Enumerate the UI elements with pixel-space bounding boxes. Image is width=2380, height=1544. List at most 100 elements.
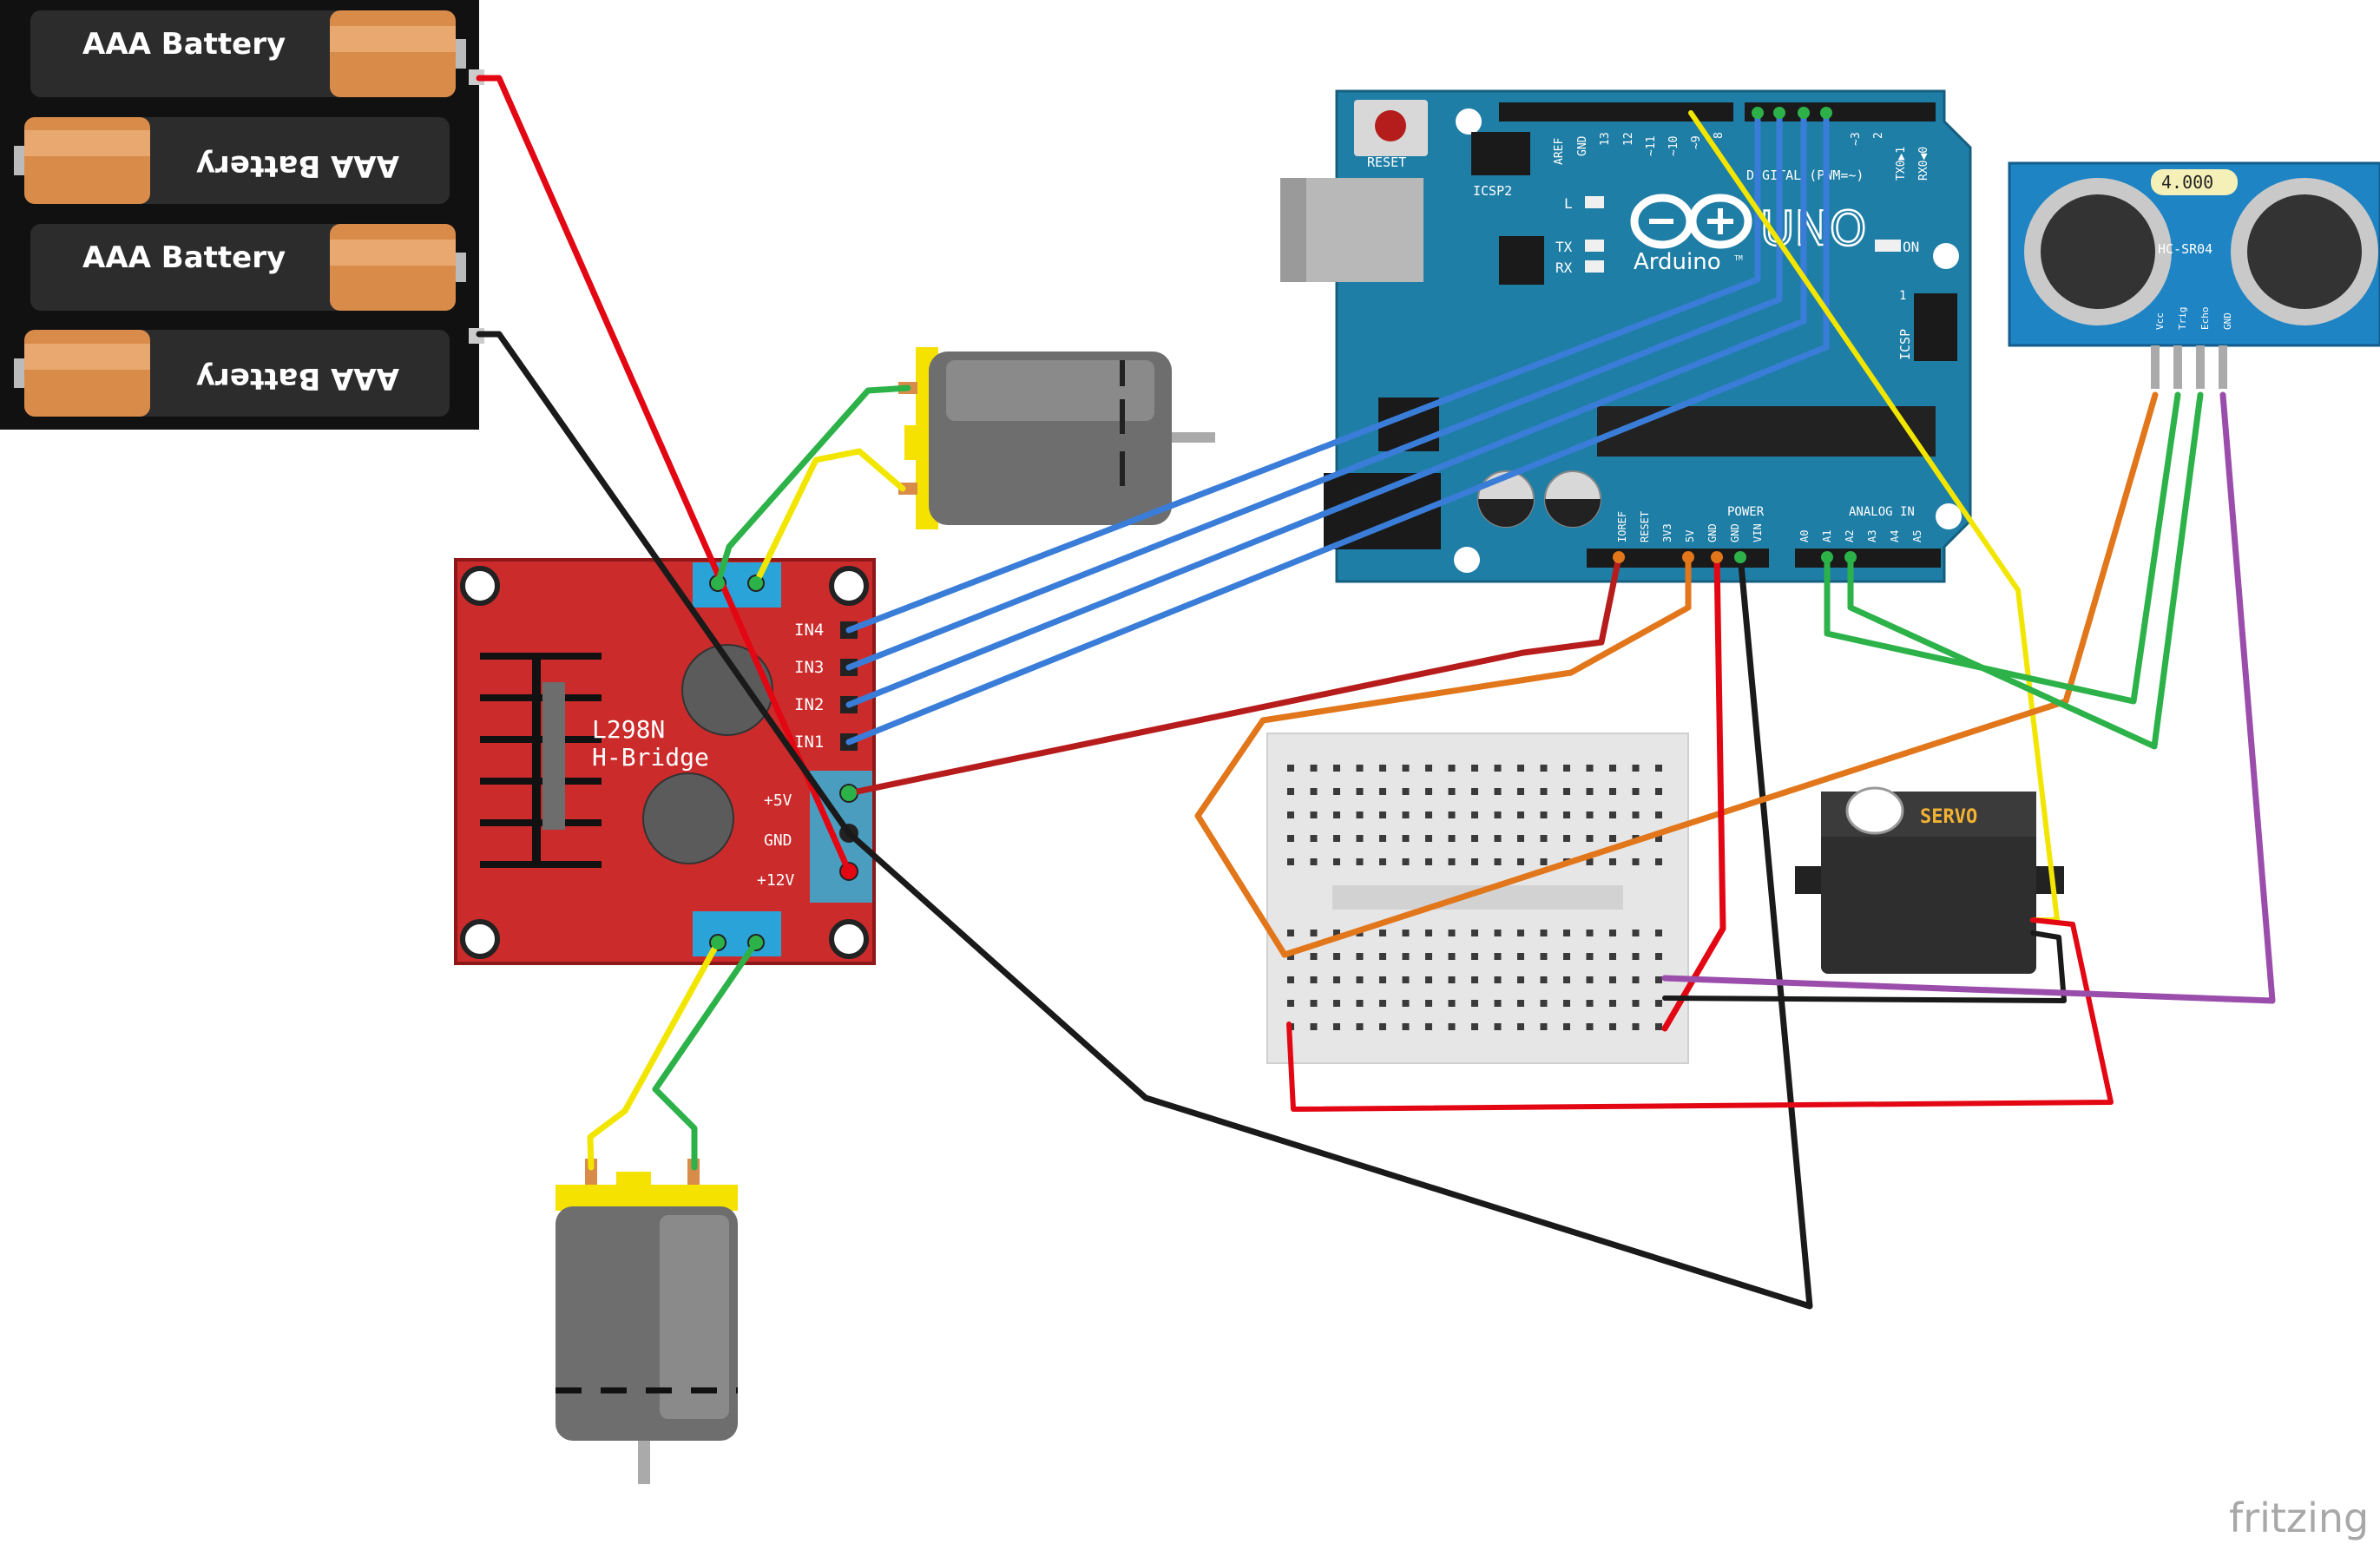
breadboard-hole[interactable] [1310, 788, 1318, 795]
breadboard-hole[interactable] [1609, 953, 1616, 960]
breadboard-hole[interactable] [1609, 976, 1616, 983]
breadboard-hole[interactable] [1494, 835, 1502, 842]
breadboard-hole[interactable] [1287, 788, 1294, 795]
breadboard-hole[interactable] [1425, 976, 1432, 983]
breadboard-hole[interactable] [1517, 1000, 1524, 1007]
breadboard-hole[interactable] [1586, 1023, 1594, 1030]
wire-motor-bottom-a[interactable] [587, 939, 721, 1171]
breadboard-hole[interactable] [1402, 953, 1410, 960]
breadboard-hole[interactable] [1540, 788, 1548, 795]
breadboard-hole[interactable] [1333, 765, 1340, 772]
breadboard-hole[interactable] [1655, 976, 1662, 983]
breadboard-hole[interactable] [1425, 858, 1432, 865]
breadboard-hole[interactable] [1632, 1000, 1640, 1007]
breadboard-hole[interactable] [1402, 811, 1410, 818]
breadboard-hole[interactable] [1540, 1023, 1548, 1030]
breadboard-hole[interactable] [1356, 1023, 1364, 1030]
breadboard-hole[interactable] [1586, 858, 1594, 865]
breadboard-hole[interactable] [1287, 976, 1294, 983]
breadboard-hole[interactable] [1586, 1000, 1594, 1007]
breadboard-hole[interactable] [1517, 765, 1524, 772]
breadboard-hole[interactable] [1563, 835, 1570, 842]
wire-battery-positive[interactable] [476, 75, 852, 875]
breadboard-hole[interactable] [1448, 788, 1456, 795]
breadboard-hole[interactable] [1425, 811, 1432, 818]
wire-in4[interactable] [845, 109, 1761, 634]
wire-5v-arduino[interactable] [845, 554, 1622, 797]
breadboard-hole[interactable] [1379, 835, 1386, 842]
breadboard-hole[interactable] [1471, 835, 1478, 842]
breadboard-hole[interactable] [1356, 976, 1364, 983]
breadboard-hole[interactable] [1609, 1000, 1616, 1007]
breadboard-hole[interactable] [1632, 858, 1640, 865]
breadboard-hole[interactable] [1448, 835, 1456, 842]
breadboard-hole[interactable] [1655, 953, 1662, 960]
breadboard-hole[interactable] [1517, 953, 1524, 960]
breadboard-hole[interactable] [1632, 1023, 1640, 1030]
breadboard-hole[interactable] [1448, 858, 1456, 865]
breadboard-hole[interactable] [1402, 1000, 1410, 1007]
servo-horn[interactable] [1845, 786, 1904, 835]
breadboard-hole[interactable] [1425, 1000, 1432, 1007]
breadboard-hole[interactable] [1310, 1000, 1318, 1007]
breadboard-hole[interactable] [1471, 1023, 1478, 1030]
breadboard-hole[interactable] [1586, 953, 1594, 960]
breadboard-hole[interactable] [1494, 953, 1502, 960]
breadboard-hole[interactable] [1563, 788, 1570, 795]
breadboard-hole[interactable] [1540, 976, 1548, 983]
breadboard-hole[interactable] [1425, 788, 1432, 795]
breadboard-hole[interactable] [1310, 811, 1318, 818]
breadboard-hole[interactable] [1448, 1000, 1456, 1007]
breadboard-hole[interactable] [1333, 835, 1340, 842]
breadboard-hole[interactable] [1632, 788, 1640, 795]
breadboard-hole[interactable] [1494, 930, 1502, 936]
breadboard-hole[interactable] [1425, 1023, 1432, 1030]
breadboard-hole[interactable] [1494, 765, 1502, 772]
breadboard-hole[interactable] [1425, 765, 1432, 772]
wire-breadboard-power[interactable] [1661, 554, 1726, 1032]
breadboard-hole[interactable] [1287, 1000, 1294, 1007]
breadboard-hole[interactable] [1471, 1000, 1478, 1007]
breadboard-hole[interactable] [1609, 1023, 1616, 1030]
breadboard-hole[interactable] [1632, 976, 1640, 983]
breadboard-hole[interactable] [1471, 930, 1478, 936]
breadboard-hole[interactable] [1310, 835, 1318, 842]
breadboard-hole[interactable] [1586, 811, 1594, 818]
breadboard-hole[interactable] [1471, 953, 1478, 960]
breadboard-hole[interactable] [1540, 953, 1548, 960]
breadboard-hole[interactable] [1356, 835, 1364, 842]
breadboard-hole[interactable] [1563, 1023, 1570, 1030]
breadboard-hole[interactable] [1448, 930, 1456, 936]
breadboard-hole[interactable] [1494, 1000, 1502, 1007]
breadboard-hole[interactable] [1494, 811, 1502, 818]
breadboard-hole[interactable] [1655, 788, 1662, 795]
breadboard-hole[interactable] [1379, 811, 1386, 818]
wire-motor-bottom-b[interactable] [652, 939, 759, 1171]
breadboard-hole[interactable] [1609, 811, 1616, 818]
breadboard-hole[interactable] [1609, 835, 1616, 842]
breadboard-hole[interactable] [1379, 1000, 1386, 1007]
breadboard-hole[interactable] [1609, 765, 1616, 772]
breadboard-hole[interactable] [1402, 835, 1410, 842]
breadboard-hole[interactable] [1517, 976, 1524, 983]
breadboard-hole[interactable] [1402, 858, 1410, 865]
wire-sensor-gnd[interactable] [1661, 391, 2276, 1004]
breadboard-hole[interactable] [1379, 976, 1386, 983]
wire-echo[interactable] [1847, 391, 2204, 750]
breadboard-hole[interactable] [1632, 765, 1640, 772]
breadboard-hole[interactable] [1448, 765, 1456, 772]
breadboard-hole[interactable] [1310, 1023, 1318, 1030]
reset-button-cap[interactable] [1375, 110, 1406, 141]
breadboard-hole[interactable] [1517, 1023, 1524, 1030]
breadboard-hole[interactable] [1310, 953, 1318, 960]
breadboard-hole[interactable] [1425, 835, 1432, 842]
breadboard-hole[interactable] [1563, 811, 1570, 818]
breadboard-hole[interactable] [1563, 930, 1570, 936]
breadboard-hole[interactable] [1655, 811, 1662, 818]
breadboard-hole[interactable] [1402, 1023, 1410, 1030]
breadboard-hole[interactable] [1655, 835, 1662, 842]
breadboard-hole[interactable] [1448, 1023, 1456, 1030]
wire-battery-negative[interactable] [476, 331, 1813, 1310]
breadboard-hole[interactable] [1402, 765, 1410, 772]
wire-in1[interactable] [845, 109, 1830, 746]
